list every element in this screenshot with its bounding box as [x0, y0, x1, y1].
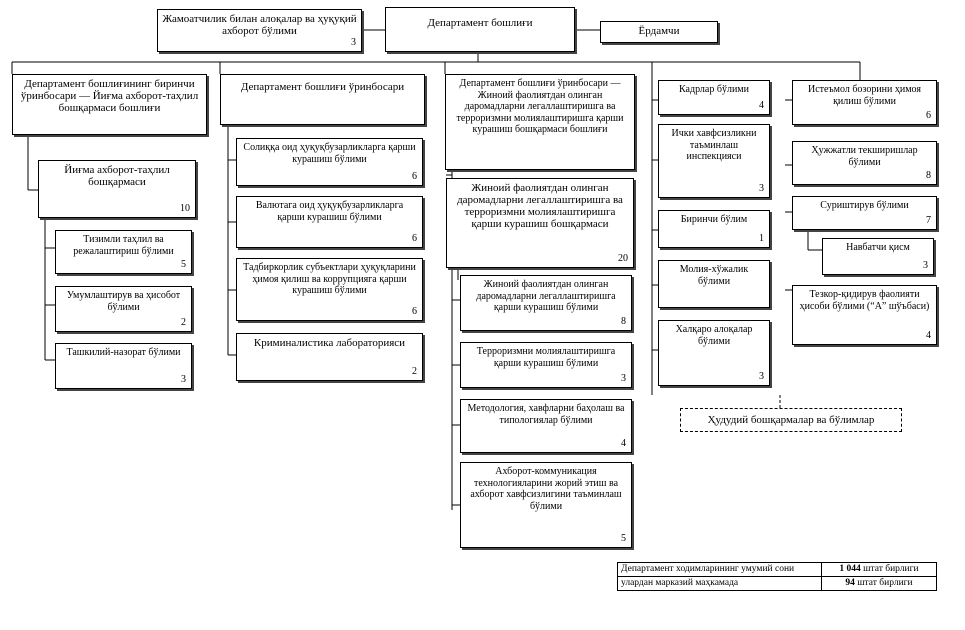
inquiry-dept-box: Суриштирув бўлими 7 [792, 196, 937, 230]
operative-dept-count: 4 [926, 329, 931, 341]
org-control-count: 3 [181, 373, 186, 385]
methodology-count: 4 [621, 437, 626, 449]
regional-offices-text: Ҳудудий бошқармалар ва бўлимлар [707, 414, 875, 426]
tax-dept-text: Солиққа оид ҳуқуқбузарликларга қарши кур… [243, 142, 416, 165]
summary-report-text: Умумлаштирув ва ҳисобот бўлими [66, 290, 181, 313]
terror-dept-text: Терроризмни молиялаштиришга қарши кураши… [476, 346, 616, 369]
first-dept-count: 1 [759, 232, 764, 244]
public-relations-text: Жамоатчилик билан алоқалар ва ҳуқуқий ах… [162, 13, 357, 37]
table-row: улардан марказий маҳкамада 94 штат бирли… [617, 576, 937, 591]
summary-label: Департамент ходимларининг умумий сони [617, 562, 822, 577]
summary-unit: штат бирлиги [857, 578, 913, 588]
documentary-dept-box: Ҳужжатли текширишлар бўлими 8 [792, 141, 937, 185]
head-box: Департамент бошлиғи [385, 7, 575, 52]
documentary-dept-text: Ҳужжатли текширишлар бўлими [811, 145, 918, 168]
assistant-text: Ёрдамчи [638, 25, 680, 37]
consumer-dept-text: Истеъмол бозорини ҳимоя қилиш бўлими [808, 84, 921, 107]
analytic-mgmt-box: Йиғма ахборот-таҳлил бошқармаси 10 [38, 160, 196, 218]
summary-value-cell: 94 штат бирлиги [821, 576, 937, 591]
org-control-text: Ташкилий-назорат бўлими [66, 347, 181, 358]
business-dept-text: Тадбиркорлик субъектлари ҳуқуқларини ҳим… [243, 262, 416, 296]
finance-dept-box: Молия-хўжалик бўлими [658, 260, 770, 308]
head-text: Департамент бошлиғи [427, 17, 533, 29]
org-control-box: Ташкилий-назорат бўлими 3 [55, 343, 192, 389]
currency-dept-text: Валютага оид ҳуқуқбузарликларга қарши ку… [255, 200, 404, 223]
duty-unit-text: Навбатчи қисм [846, 242, 910, 253]
aml-mgmt-box: Жиноий фаолиятдан олинган даромадларни л… [446, 178, 634, 268]
business-dept-count: 6 [412, 305, 417, 317]
security-text: Ички хавфсизликни таъминлаш инспекцияси [671, 128, 757, 162]
table-row: Департамент ходимларининг умумий сони 1 … [617, 562, 937, 577]
inquiry-dept-count: 7 [926, 214, 931, 226]
terror-dept-box: Терроризмни молиялаштиришга қарши кураши… [460, 342, 632, 388]
hr-dept-count: 4 [759, 99, 764, 111]
first-dept-text: Биринчи бўлим [680, 214, 748, 225]
summary-report-count: 2 [181, 316, 186, 328]
deputy2-text: Департамент бошлиғи ўринбосари [240, 81, 405, 93]
deputy3-box: Департамент бошлиғи ўринбосари — Жиноий … [445, 74, 635, 170]
summary-value-cell: 1 044 штат бирлиги [821, 562, 937, 577]
intl-dept-count: 3 [759, 370, 764, 382]
business-dept-box: Тадбиркорлик субъектлари ҳуқуқларини ҳим… [236, 258, 423, 321]
deputy3-text: Департамент бошлиғи ўринбосари — Жиноий … [456, 78, 624, 135]
summary-report-box: Умумлаштирув ва ҳисобот бўлими 2 [55, 286, 192, 332]
operative-dept-box: Тезкор-қидирув фаолияти ҳисоби бўлими (“… [792, 285, 937, 345]
terror-dept-count: 3 [621, 372, 626, 384]
inquiry-dept-text: Суриштирув бўлими [820, 200, 909, 211]
aml-mgmt-count: 20 [618, 252, 628, 264]
aml-dept-text: Жиноий фаолиятдан олинган даромадларни л… [476, 279, 616, 313]
system-analysis-count: 5 [181, 258, 186, 270]
analytic-mgmt-text: Йиғма ахборот-таҳлил бошқармаси [64, 164, 170, 188]
currency-dept-box: Валютага оид ҳуқуқбузарликларга қарши ку… [236, 196, 423, 248]
consumer-dept-count: 6 [926, 109, 931, 121]
regional-offices-box: Ҳудудий бошқармалар ва бўлимлар [680, 408, 902, 432]
assistant-box: Ёрдамчи [600, 21, 718, 43]
public-relations-box: Жамоатчилик билан алоқалар ва ҳуқуқий ах… [157, 9, 362, 52]
hr-dept-text: Кадрлар бўлими [679, 84, 749, 95]
forensic-lab-count: 2 [412, 365, 417, 377]
deputy1-text: Департамент бошлиғининг биринчи ўринбоса… [20, 78, 199, 114]
public-relations-count: 3 [351, 36, 356, 48]
methodology-box: Методология, хавфларни баҳолаш ва типоло… [460, 399, 632, 453]
security-count: 3 [759, 182, 764, 194]
aml-mgmt-text: Жиноий фаолиятдан олинган даромадларни л… [457, 182, 623, 230]
finance-dept-text: Молия-хўжалик бўлими [679, 264, 749, 287]
intl-dept-text: Халқаро алоқалар бўлими [675, 324, 753, 347]
intl-dept-box: Халқаро алоқалар бўлими 3 [658, 320, 770, 386]
aml-dept-count: 8 [621, 315, 626, 327]
deputy1-box: Департамент бошлиғининг биринчи ўринбоса… [12, 74, 207, 135]
methodology-text: Методология, хавфларни баҳолаш ва типоло… [467, 403, 625, 426]
tax-dept-box: Солиққа оид ҳуқуқбузарликларга қарши кур… [236, 138, 423, 186]
analytic-mgmt-count: 10 [180, 202, 190, 214]
operative-dept-text: Тезкор-қидирув фаолияти ҳисоби бўлими (“… [799, 289, 930, 312]
documentary-dept-count: 8 [926, 169, 931, 181]
ict-dept-count: 5 [621, 532, 626, 544]
summary-value: 94 [845, 578, 855, 588]
security-box: Ички хавфсизликни таъминлаш инспекцияси … [658, 124, 770, 198]
summary-value: 1 044 [839, 564, 861, 574]
ict-dept-text: Ахборот-коммуникация технологияларини жо… [470, 466, 622, 512]
ict-dept-box: Ахборот-коммуникация технологияларини жо… [460, 462, 632, 548]
system-analysis-text: Тизимли таҳлил ва режалаштириш бўлими [73, 234, 174, 257]
summary-unit: штат бирлиги [863, 564, 919, 574]
first-dept-box: Биринчи бўлим 1 [658, 210, 770, 248]
summary-label: улардан марказий маҳкамада [617, 576, 822, 591]
currency-dept-count: 6 [412, 232, 417, 244]
staff-summary-table: Департамент ходимларининг умумий сони 1 … [617, 562, 937, 591]
hr-dept-box: Кадрлар бўлими 4 [658, 80, 770, 115]
deputy2-box: Департамент бошлиғи ўринбосари [220, 74, 425, 125]
duty-unit-count: 3 [923, 259, 928, 271]
aml-dept-box: Жиноий фаолиятдан олинган даромадларни л… [460, 275, 632, 331]
duty-unit-box: Навбатчи қисм 3 [822, 238, 934, 275]
forensic-lab-box: Криминалистика лабораторияси 2 [236, 333, 423, 381]
tax-dept-count: 6 [412, 170, 417, 182]
forensic-lab-text: Криминалистика лабораторияси [253, 337, 406, 349]
system-analysis-box: Тизимли таҳлил ва режалаштириш бўлими 5 [55, 230, 192, 274]
consumer-dept-box: Истеъмол бозорини ҳимоя қилиш бўлими 6 [792, 80, 937, 125]
